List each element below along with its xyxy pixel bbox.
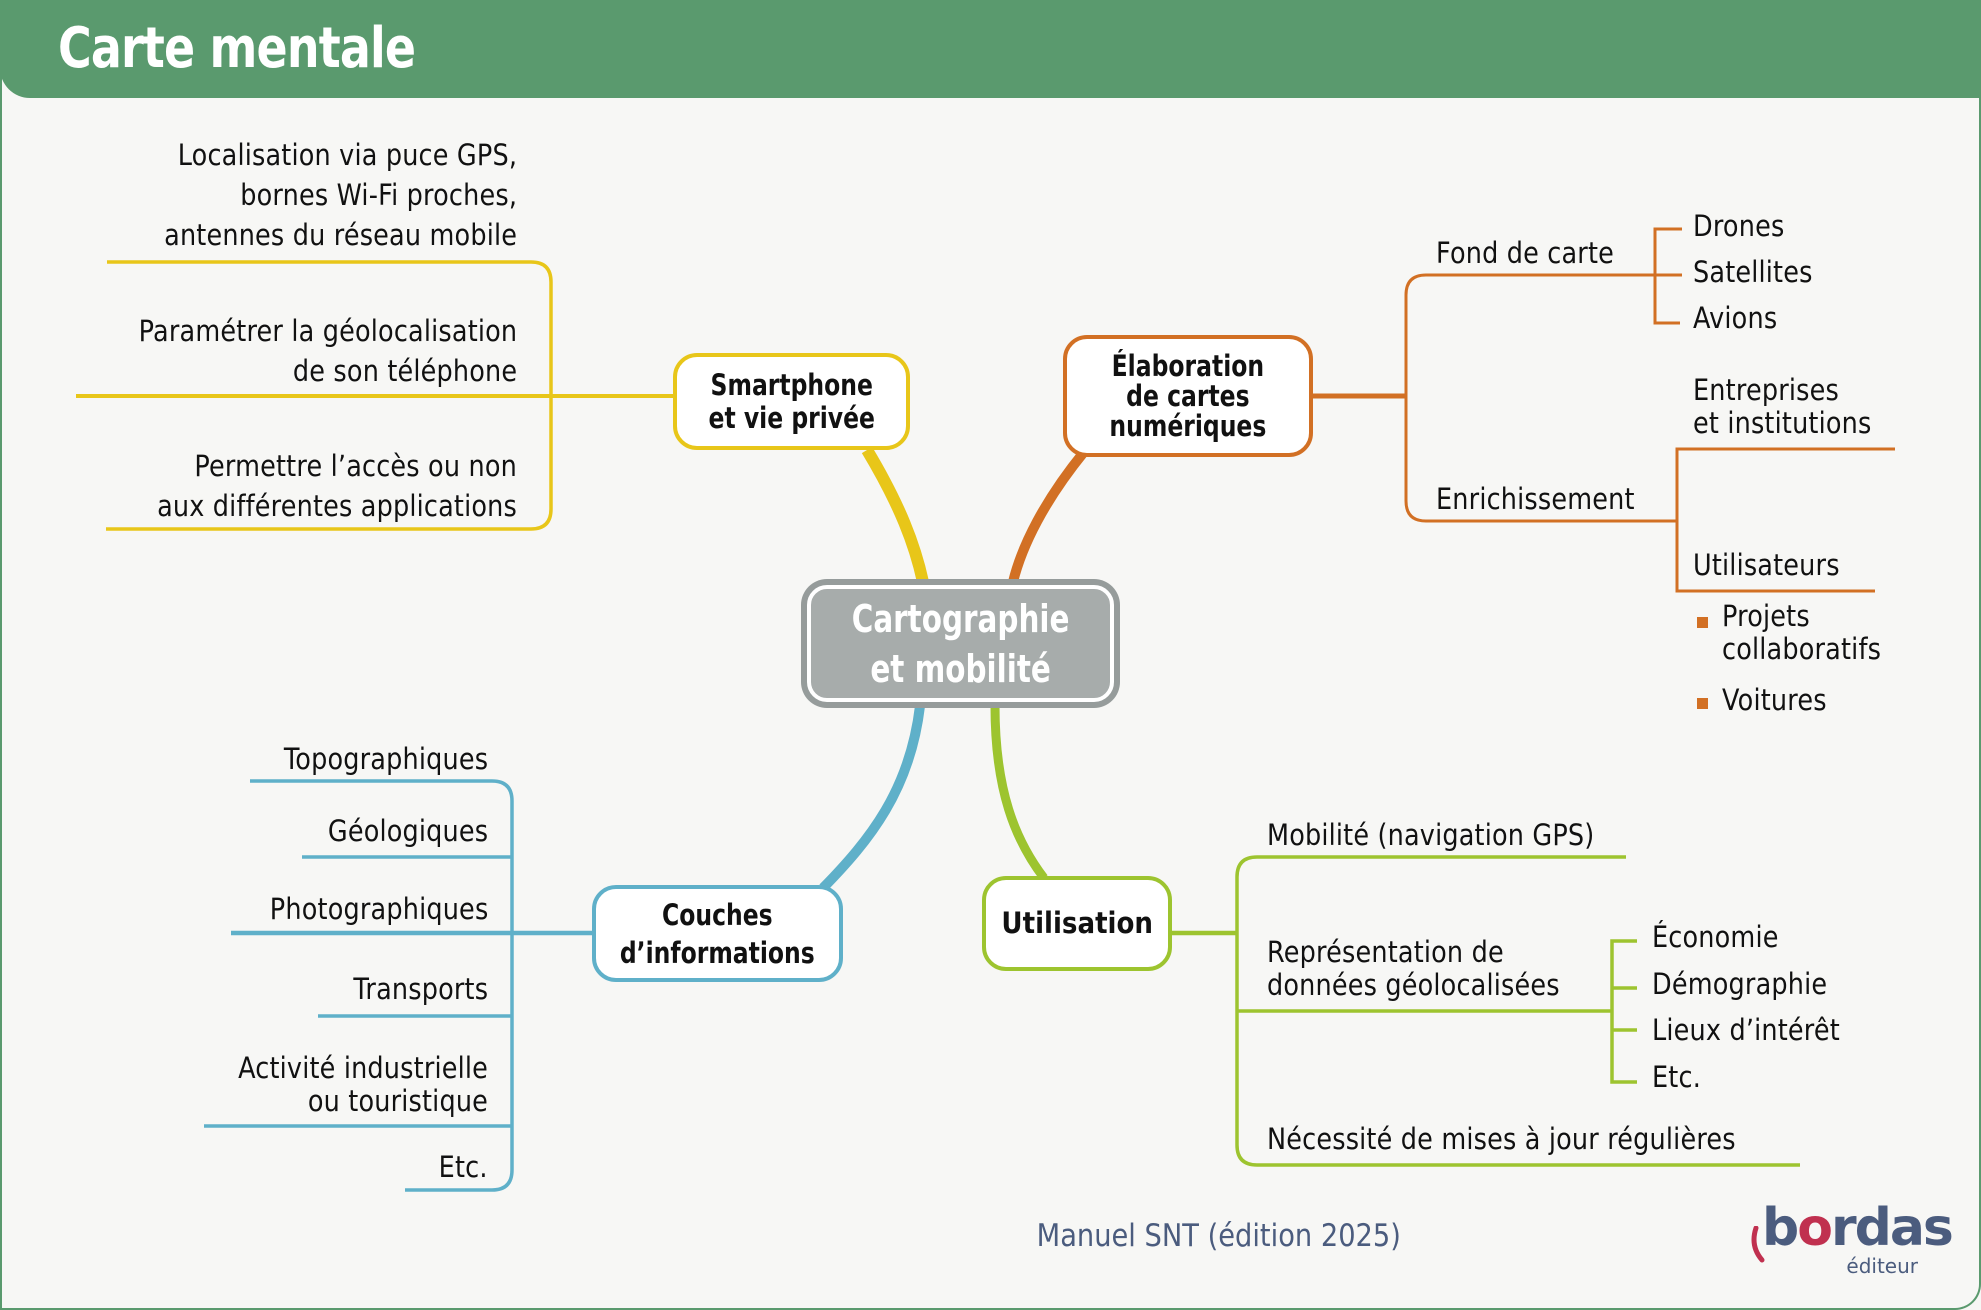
utilisation-representation: Représentation de données géolocalisées xyxy=(1267,935,1560,1002)
utilisation-mobilite: Mobilité (navigation GPS) xyxy=(1267,818,1595,852)
couches-item-photographiques: Photographiques xyxy=(269,892,488,926)
node-elaboration-line-2: de cartes xyxy=(1126,379,1250,413)
smartphone-item-3: Permettre l’accès ou non aux différentes… xyxy=(157,449,517,523)
smartphone-item-1: Localisation via puce GPS, bornes Wi-Fi … xyxy=(164,138,518,252)
fond-item-drones: Drones xyxy=(1693,209,1785,243)
branch-couches-curve xyxy=(819,705,925,892)
enrichissement-label: Enrichissement xyxy=(1436,482,1635,516)
utilisation-necessite: Nécessité de mises à jour régulières xyxy=(1267,1122,1736,1156)
smartphone-bracket xyxy=(76,260,673,531)
fond-item-satellites: Satellites xyxy=(1693,255,1813,289)
page-title: Carte mentale xyxy=(58,16,416,81)
node-utilisation: Utilisation xyxy=(982,876,1172,971)
bullet-square-icon xyxy=(1697,698,1708,709)
node-couches-line-2: d’informations xyxy=(620,935,815,970)
central-line-2: et mobilité xyxy=(870,646,1051,691)
bordas-logo: bordas éditeur xyxy=(1748,1200,1954,1278)
utilisation-bracket xyxy=(1172,855,1800,1167)
node-elaboration-line-3: numériques xyxy=(1109,409,1267,443)
bullet-square-icon xyxy=(1697,617,1708,628)
node-elaboration: Élaboration de cartes numériques xyxy=(1063,335,1313,457)
node-couches: Couches d’informations xyxy=(592,885,843,982)
elaboration-bracket xyxy=(1313,227,1895,593)
logo-subtitle: éditeur xyxy=(1846,1254,1918,1278)
central-node: Cartographie et mobilité xyxy=(801,579,1120,708)
sub-item-economie: Économie xyxy=(1652,920,1779,954)
couches-item-geologiques: Géologiques xyxy=(327,814,488,848)
logo-arc-icon xyxy=(1751,1226,1765,1263)
central-line-1: Cartographie xyxy=(851,596,1070,641)
node-elaboration-line-1: Élaboration xyxy=(1111,349,1265,383)
couches-item-topographiques: Topographiques xyxy=(283,742,488,776)
fond-item-avions: Avions xyxy=(1693,301,1778,335)
couches-item-activite: Activité industrielle ou touristique xyxy=(238,1051,488,1118)
couches-item-etc: Etc. xyxy=(439,1150,488,1184)
couches-item-transports: Transports xyxy=(353,972,488,1006)
fond-de-carte-label: Fond de carte xyxy=(1436,236,1615,270)
branch-utilisation-curve xyxy=(990,705,1048,881)
bullet-projets-collaboratifs: Projets collaboratifs xyxy=(1722,599,1882,666)
node-smartphone: Smartphone et vie privée xyxy=(673,353,910,450)
sub-item-lieux: Lieux d’intérêt xyxy=(1652,1013,1840,1047)
enrichissement-utilisateurs: Utilisateurs xyxy=(1693,548,1840,582)
smartphone-item-2: Paramétrer la géolocalisation de son tél… xyxy=(138,314,517,388)
branch-elaboration-curve xyxy=(1008,448,1088,584)
logo-wordmark: bordas xyxy=(1762,1198,1954,1258)
node-couches-line-1: Couches xyxy=(662,897,773,932)
node-smartphone-line-1: Smartphone xyxy=(710,367,873,402)
branch-smartphone-curve xyxy=(861,446,929,584)
header-bar: Carte mentale xyxy=(0,0,1981,98)
node-smartphone-line-2: et vie privée xyxy=(708,400,875,435)
node-utilisation-label: Utilisation xyxy=(1001,906,1153,940)
footer-source: Manuel SNT (édition 2025) xyxy=(1036,1218,1401,1254)
sub-item-etc: Etc. xyxy=(1652,1060,1701,1094)
sub-item-demographie: Démographie xyxy=(1652,967,1828,1001)
enrichissement-entreprises: Entreprises et institutions xyxy=(1693,373,1872,440)
couches-bracket xyxy=(204,779,592,1192)
bullet-voitures: Voitures xyxy=(1722,683,1827,717)
